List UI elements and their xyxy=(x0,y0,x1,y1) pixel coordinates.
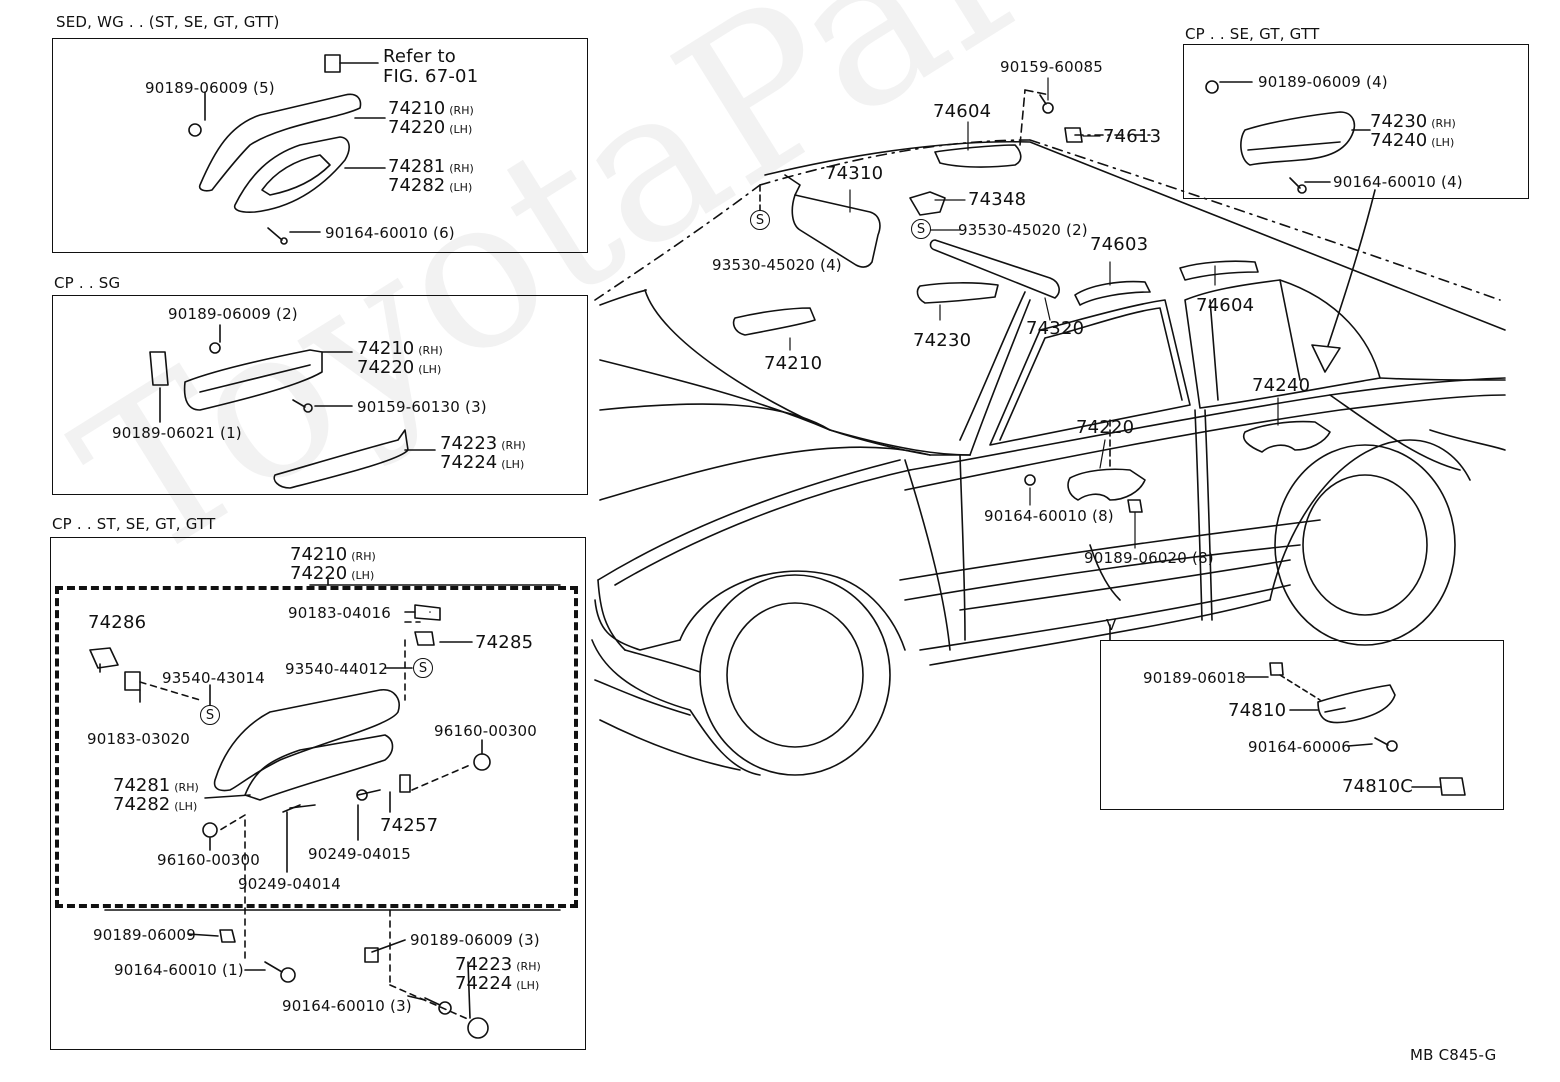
part-label-pair: 74210(RH) 74220(LH) xyxy=(388,98,474,138)
panel-sg xyxy=(52,295,588,495)
panel-sed-title: SED, WG . . (ST, SE, GT, GTT) xyxy=(56,13,280,31)
v-parts xyxy=(1109,624,1466,796)
part-label: 96160-00300 xyxy=(434,722,538,740)
panel-sed xyxy=(52,38,588,253)
part-label: 93540-44012 xyxy=(285,660,389,678)
sed-parts xyxy=(188,54,386,245)
part-label-pair: 74223(RH) 74224(LH) xyxy=(440,433,526,473)
pointer-arrow xyxy=(1311,189,1376,373)
refer-line1: Refer to xyxy=(383,46,456,67)
part-label: 74604 xyxy=(1196,295,1255,316)
part-label: 90183-04016 xyxy=(288,604,392,622)
part-label-pair: 74230(RH) 74240(LH) xyxy=(1370,111,1456,151)
part-label: 74310 xyxy=(825,163,884,184)
panel-st-title: CP . . ST, SE, GT, GTT xyxy=(52,515,216,533)
part-label-pair: 74210(RH) 74220(LH) xyxy=(290,544,376,584)
car-parts xyxy=(732,94,1331,513)
part-label: 90189-06009 (3) xyxy=(410,931,540,949)
panel-st xyxy=(50,537,586,1050)
part-label: 90189-06020 (8) xyxy=(1084,549,1214,567)
panel-v xyxy=(1100,640,1504,810)
part-label: 74210 xyxy=(764,353,823,374)
sealant-symbol: S xyxy=(200,705,220,725)
part-label: 90159-60085 xyxy=(1000,58,1104,76)
part-label: 93530-45020 (2) xyxy=(958,221,1088,239)
part-label: 90189-06009 (4) xyxy=(1258,73,1388,91)
part-label-pair: 74281(RH) 74282(LH) xyxy=(113,775,199,815)
part-label: 90249-04015 xyxy=(308,845,412,863)
figure-code: MB C845-G xyxy=(1410,1046,1497,1064)
part-label: 74230 xyxy=(913,330,972,351)
part-label: 90183-03020 xyxy=(87,730,191,748)
part-label: 74810 xyxy=(1228,700,1287,721)
part-label: 90164-60010 (4) xyxy=(1333,173,1463,191)
part-label-pair: 74210(RH) 74220(LH) xyxy=(357,338,443,378)
car-outline xyxy=(591,89,1506,776)
part-label: 74348 xyxy=(968,189,1027,210)
part-label: 90164-60010 (8) xyxy=(984,507,1114,525)
part-label: 93540-43014 xyxy=(162,669,266,687)
part-label: 90249-04014 xyxy=(238,875,342,893)
part-label: 90189-06018 xyxy=(1143,669,1247,687)
part-label: 90159-60130 (3) xyxy=(357,398,487,416)
part-label: 74810C xyxy=(1342,776,1414,797)
part-label: 90189-06021 (1) xyxy=(112,424,242,442)
part-label: 74604 xyxy=(933,101,992,122)
part-label: 93530-45020 (4) xyxy=(712,256,842,274)
sealant-symbol: S xyxy=(750,210,770,230)
part-label: 74220 xyxy=(1076,417,1135,438)
car-leaders xyxy=(759,77,1279,549)
panel-sg-title: CP . . SG xyxy=(54,274,121,292)
part-label-pair: 74223(RH) 74224(LH) xyxy=(455,954,541,994)
sg-parts xyxy=(149,324,436,489)
st-parts xyxy=(89,577,561,1039)
part-label: 74613 xyxy=(1103,126,1162,147)
part-label-pair: 74281(RH) 74282(LH) xyxy=(388,156,474,196)
part-label: 74285 xyxy=(475,632,534,653)
part-label: 90164-60010 (6) xyxy=(325,224,455,242)
assembly-dashed-outline xyxy=(55,586,578,908)
refer-line2: FIG. 67-01 xyxy=(383,66,479,87)
part-label: 74240 xyxy=(1252,375,1311,396)
part-label: 90189-06009 xyxy=(93,926,197,944)
part-label: 90164-60010 (1) xyxy=(114,961,244,979)
view-marker: V xyxy=(1106,616,1117,634)
cp-parts xyxy=(1205,80,1371,194)
sealant-symbol: S xyxy=(413,658,433,678)
sealant-symbol: S xyxy=(911,219,931,239)
part-label: 90164-60006 xyxy=(1248,738,1352,756)
panel-cp-title: CP . . SE, GT, GTT xyxy=(1185,25,1320,43)
panel-cp xyxy=(1183,44,1529,199)
part-label: 74286 xyxy=(88,612,147,633)
part-label: 74257 xyxy=(380,815,439,836)
part-label: 74603 xyxy=(1090,234,1149,255)
part-label: 90189-06009 (2) xyxy=(168,305,298,323)
part-label: 96160-00300 xyxy=(157,851,261,869)
part-label: 90164-60010 (3) xyxy=(282,997,412,1015)
part-label: 74320 xyxy=(1026,318,1085,339)
part-label: 90189-06009 (5) xyxy=(145,79,275,97)
